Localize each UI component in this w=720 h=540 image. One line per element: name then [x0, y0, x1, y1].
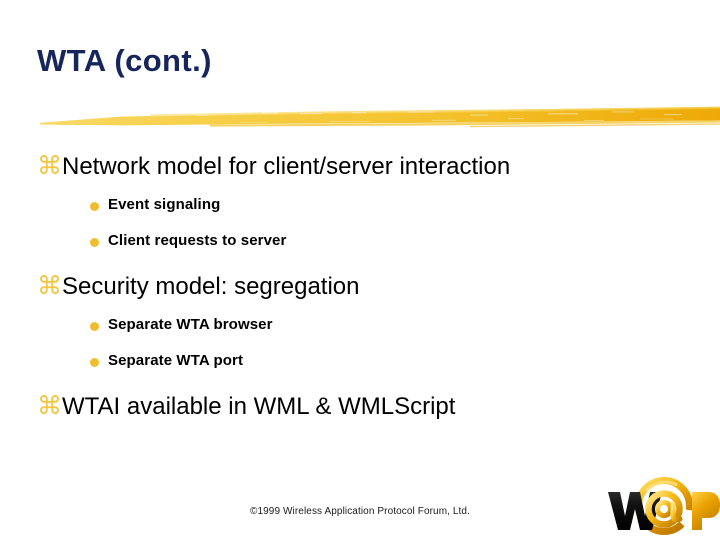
command-glyph-bullet-icon: ⌘ — [37, 392, 62, 420]
bullet-level1: ⌘ Network model for client/server intera… — [37, 150, 687, 183]
footer-copyright: ©1999 Wireless Application Protocol Foru… — [250, 506, 470, 517]
bullet-text: Separate WTA browser — [108, 316, 273, 333]
bullet-level2: Separate WTA browser — [90, 314, 687, 336]
bullet-level2: Client requests to server — [90, 230, 687, 252]
bullet-text: Security model: segregation — [62, 273, 360, 300]
bullet-list: ⌘ Network model for client/server intera… — [37, 150, 687, 425]
wap-logo — [608, 477, 720, 535]
bullet-level1: ⌘ Security model: segregation — [37, 270, 687, 303]
bullet-level2: Event signaling — [90, 194, 687, 216]
bullet-text: Network model for client/server interact… — [62, 153, 511, 180]
command-glyph-bullet-icon: ⌘ — [37, 272, 62, 300]
bullet-level1: ⌘ WTAI available in WML & WMLScript — [37, 390, 687, 423]
title-divider-brushstroke — [40, 106, 720, 128]
page-title: WTA (cont.) — [37, 43, 212, 78]
bullet-text: WTAI available in WML & WMLScript — [62, 393, 456, 420]
bullet-text: Client requests to server — [108, 232, 287, 249]
command-glyph-bullet-icon: ⌘ — [37, 152, 62, 180]
bullet-level2: Separate WTA port — [90, 350, 687, 372]
bullet-text: Separate WTA port — [108, 352, 244, 369]
bullet-text: Event signaling — [108, 196, 221, 213]
